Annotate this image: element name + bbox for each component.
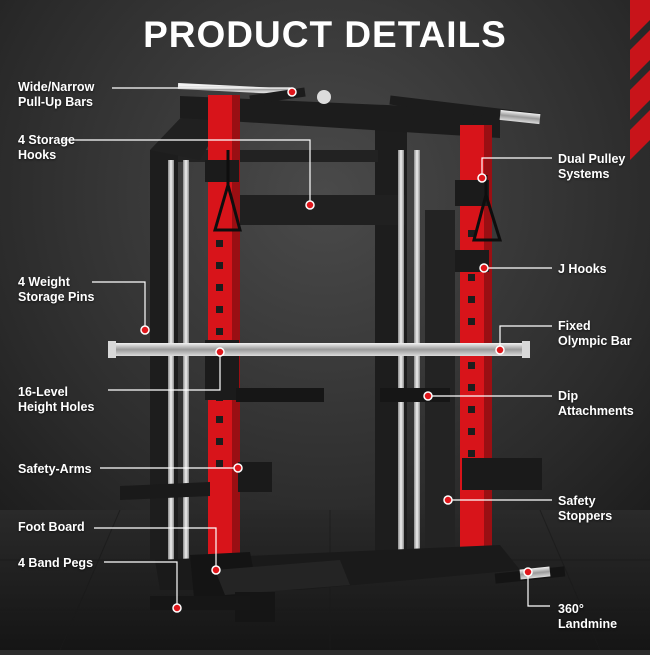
callout-landmine: 360° Landmine (558, 602, 617, 632)
callout-line: Storage Pins (18, 290, 95, 304)
callout-dip-attachments: Dip Attachments (558, 389, 634, 419)
dip-bars (236, 388, 450, 402)
callout-line: Systems (558, 167, 610, 181)
callout-line: Safety-Arms (18, 462, 92, 476)
callout-safety-stoppers: Safety Stoppers (558, 494, 612, 524)
pull-up-bars (177, 83, 541, 125)
corner-chevrons (630, 0, 650, 160)
callout-line: J Hooks (558, 262, 607, 276)
storage-hook-bar (230, 195, 405, 225)
callout-storage-hooks: 4 Storage Hooks (18, 133, 75, 163)
callout-pullup-bars: Wide/Narrow Pull-Up Bars (18, 80, 94, 110)
callout-line: Dual Pulley (558, 152, 626, 166)
callout-safety-arms: Safety-Arms (18, 462, 92, 477)
olympic-bar (108, 341, 530, 358)
callout-line: Dip (558, 389, 579, 403)
callout-line: Stoppers (558, 509, 613, 523)
callout-line: Safety (558, 494, 596, 508)
callout-line: 360° (558, 602, 584, 616)
callout-line: 4 Band Pegs (18, 556, 94, 570)
callout-line: Hooks (18, 148, 57, 162)
safety-arms (120, 458, 542, 500)
callout-line: 16-Level (18, 385, 69, 399)
weight-stack (425, 210, 455, 550)
callout-line: Foot Board (18, 520, 85, 534)
callout-foot-board: Foot Board (18, 520, 85, 535)
left-front-upright (205, 95, 240, 565)
callout-line: 4 Weight (18, 275, 70, 289)
callout-line: Fixed (558, 319, 591, 333)
callout-line: Height Holes (18, 400, 95, 414)
callout-line: Landmine (558, 617, 618, 631)
callout-line: Attachments (558, 404, 634, 418)
callout-band-pegs: 4 Band Pegs (18, 556, 93, 571)
callout-height-holes: 16-Level Height Holes (18, 385, 94, 415)
callout-dots (140, 87, 533, 613)
callout-line: Olympic Bar (558, 334, 632, 348)
callout-line: 4 Storage (18, 133, 75, 147)
callout-line: Pull-Up Bars (18, 95, 94, 109)
page-title: PRODUCT DETAILS (143, 14, 507, 55)
callout-line: Wide/Narrow (18, 80, 95, 94)
callout-olympic-bar: Fixed Olympic Bar (558, 319, 632, 349)
callout-j-hooks: J Hooks (558, 262, 607, 277)
base-frame (150, 545, 566, 622)
callout-dual-pulley: Dual Pulley Systems (558, 152, 625, 182)
callout-weight-pins: 4 Weight Storage Pins (18, 275, 94, 305)
